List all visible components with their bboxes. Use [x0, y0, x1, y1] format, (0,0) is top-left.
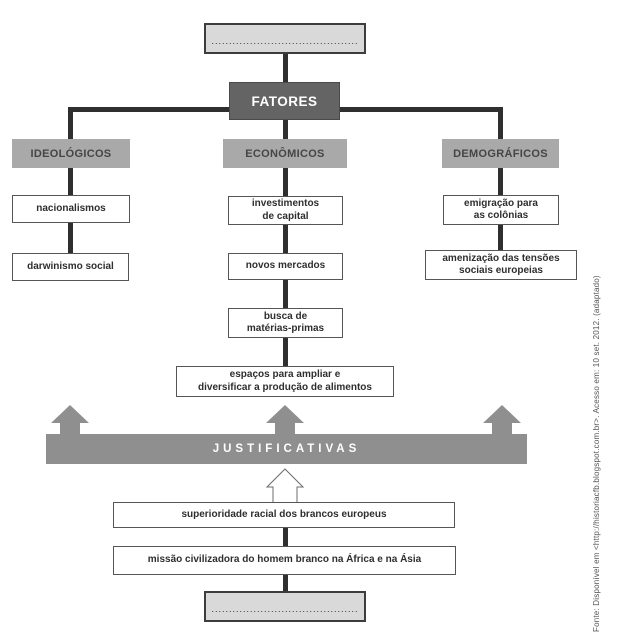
- connector-line: [68, 223, 73, 253]
- connector-line: [283, 225, 288, 253]
- category-header-ideologicos: IDEOLÓGICOS: [12, 139, 130, 168]
- node-label: busca de matérias-primas: [246, 310, 325, 335]
- node-busca-de-materias-primas: busca de matérias-primas: [228, 308, 343, 338]
- up-arrow-solid-right-icon: [483, 405, 521, 434]
- node-label: amenização das tensões sociais europeias: [442, 252, 560, 277]
- connector-line: [498, 168, 503, 195]
- node-label: espaços para ampliar e diversificar a pr…: [198, 369, 372, 393]
- category-label: DEMOGRÁFICOS: [453, 147, 548, 160]
- node-label: novos mercados: [245, 260, 326, 272]
- root-label: FATORES: [251, 93, 318, 109]
- node-novos-mercados: novos mercados: [228, 253, 343, 280]
- node-amenizacao-das-tensoes: amenização das tensões sociais europeias: [425, 250, 577, 280]
- node-darwinismo-social: darwinismo social: [12, 253, 129, 281]
- root-box-fatores: FATORES: [229, 82, 340, 120]
- node-investimentos-de-capital: investimentos de capital: [228, 196, 343, 225]
- top-placeholder-box: ........................................…: [204, 23, 366, 54]
- category-label: ECONÔMICOS: [245, 147, 325, 160]
- connector-line: [68, 107, 73, 139]
- node-emigracao-para-as-colonias: emigração para as colônias: [443, 195, 559, 225]
- source-citation: Fonte: Disponível em <http://historiacfb…: [592, 275, 601, 632]
- node-label: investimentos de capital: [251, 198, 320, 222]
- bottom-placeholder-dots: ........................................…: [211, 604, 359, 614]
- justificativas-label: JUSTIFICATIVAS: [212, 443, 361, 455]
- connector-line: [498, 225, 503, 250]
- node-superioridade-racial: superioridade racial dos brancos europeu…: [113, 502, 455, 528]
- bottom-placeholder-box: ........................................…: [204, 591, 366, 622]
- up-arrow-solid-left-icon: [51, 405, 89, 434]
- node-nacionalismos: nacionalismos: [12, 195, 130, 223]
- up-arrow-solid-center-icon: [266, 405, 304, 434]
- node-missao-civilizadora: missão civilizadora do homem branco na Á…: [113, 546, 456, 575]
- category-header-economicos: ECONÔMICOS: [223, 139, 347, 168]
- connector-line: [68, 167, 73, 195]
- connector-line: [283, 338, 288, 366]
- connector-line: [498, 107, 503, 139]
- node-label: darwinismo social: [27, 260, 114, 272]
- node-label: emigração para as colônias: [464, 197, 538, 222]
- node-espacos-para-ampliar: espaços para ampliar e diversificar a pr…: [176, 366, 394, 397]
- justificativas-bar: JUSTIFICATIVAS: [46, 434, 527, 464]
- node-label: superioridade racial dos brancos europeu…: [181, 508, 387, 520]
- category-header-demograficos: DEMOGRÁFICOS: [442, 139, 559, 168]
- top-placeholder-dots: ........................................…: [211, 36, 359, 46]
- node-label: nacionalismos: [36, 202, 106, 214]
- connector-line: [283, 280, 288, 308]
- up-arrow-outline-icon: [265, 468, 305, 504]
- connector-line: [283, 168, 288, 196]
- connector-line: [283, 575, 288, 591]
- connector-line: [283, 528, 288, 546]
- category-label: IDEOLÓGICOS: [30, 147, 112, 160]
- node-label: missão civilizadora do homem branco na Á…: [147, 554, 422, 566]
